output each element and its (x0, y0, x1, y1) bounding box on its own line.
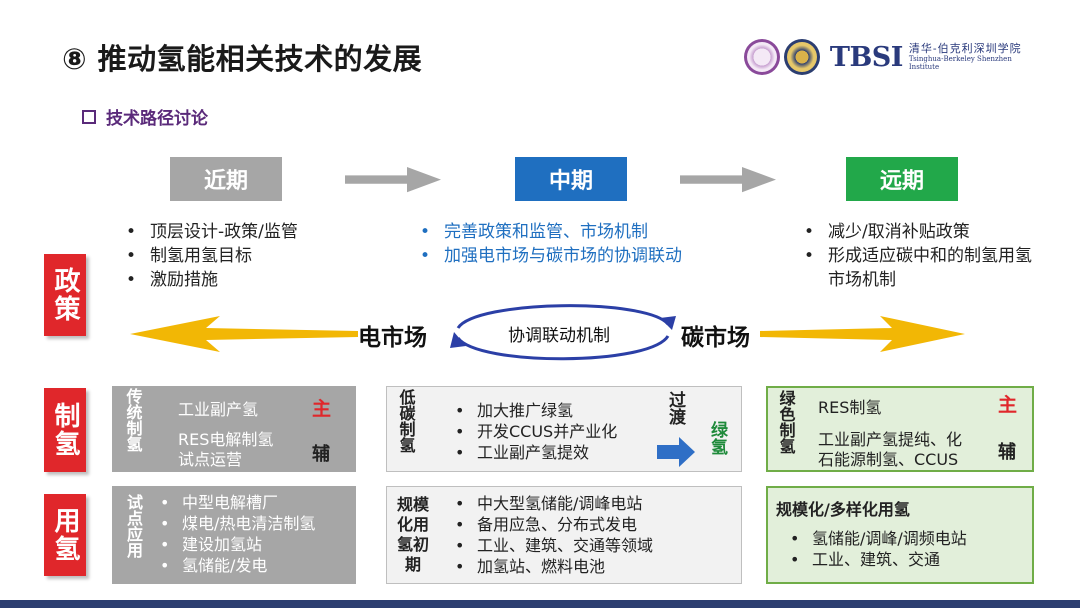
footer-bar (0, 600, 1080, 608)
berkeley-seal-icon (783, 39, 820, 75)
transition-text: 过渡 (665, 391, 685, 425)
policy-near-list: 顶层设计-政策/监管 制氢用氢目标 激励措施 (122, 220, 382, 292)
list-item: 完善政策和监管、市场机制 (416, 220, 756, 244)
usage-mid-box: 规模化用氢初期 中大型氢储能/调峰电站 备用应急、分布式发电 工业、建筑、交通等… (386, 486, 742, 584)
tbsi-chinese-name: 清华-伯克利深圳学院 (908, 41, 1022, 55)
arrow-right-icon (345, 167, 441, 193)
main-tag: 主 (998, 394, 1018, 416)
main-item: RES制氢 (818, 398, 882, 417)
usage-far-heading: 规模化/多样化用氢 (776, 500, 910, 519)
list-item: 激励措施 (122, 268, 382, 292)
usage-near-list: 中型电解槽厂 煤电/热电清洁制氢 建设加氢站 氢储能/发电 (156, 492, 356, 576)
list-item: 减少/取消补贴政策 (800, 220, 1040, 244)
page-title: ⑧ 推动氢能相关技术的发展 (62, 42, 423, 76)
usage-near-box: 试点应用 中型电解槽厂 煤电/热电清洁制氢 建设加氢站 氢储能/发电 (112, 486, 356, 584)
usage-label-text: 用氢 (50, 507, 80, 563)
tbsi-logo-text: TBSI (829, 41, 904, 73)
usage-near-heading: 试点应用 (116, 494, 150, 558)
cycle-arrows-icon (450, 304, 676, 361)
list-item: 备用应急、分布式发电 (451, 514, 741, 535)
list-item: 煤电/热电清洁制氢 (156, 513, 356, 534)
production-mid-box: 低碳制氢 加大推广绿氢 开发CCUS并产业化 工业副产氢提效 过渡 绿氢 (386, 386, 742, 472)
list-item: 加强电市场与碳市场的协调联动 (416, 244, 756, 268)
row-label-usage: 用氢 (44, 494, 86, 576)
aux-item: 试点运营 (178, 450, 243, 469)
heading-text: 绿色制氢 (776, 390, 796, 454)
target-text: 绿氢 (707, 421, 727, 455)
heading-text: 传统制氢 (123, 388, 143, 452)
heading-text: 试点应用 (124, 494, 143, 558)
main-tag: 主 (312, 398, 332, 420)
tsinghua-seal-icon (744, 39, 780, 75)
list-item: 氢储能/发电 (156, 555, 356, 576)
production-near-heading: 传统制氢 (116, 388, 150, 452)
electricity-market-label: 电市场 (358, 325, 427, 351)
list-item: 制氢用氢目标 (122, 244, 382, 268)
aux-tag: 辅 (998, 442, 1016, 463)
production-mid-heading: 低碳制氢 (391, 389, 421, 453)
arrow-right-gold-icon (760, 316, 965, 352)
main-item: 工业副产氢 (178, 400, 259, 419)
usage-far-list: 氢储能/调峰/调频电站 工业、建筑、交通 (786, 528, 1026, 570)
green-hydrogen-label: 绿氢 (703, 421, 731, 455)
aux-item: 工业副产氢提纯、化 (818, 430, 963, 449)
aux-item: RES电解制氢 (178, 430, 274, 449)
section-subheading: 技术路径讨论 (82, 104, 208, 129)
linkage-mechanism-label: 协调联动机制 (508, 326, 610, 346)
subheading-text: 技术路径讨论 (106, 109, 208, 129)
tbsi-logo-subtitle: 清华-伯克利深圳学院 Tsinghua-Berkeley Shenzhen In… (908, 41, 1044, 72)
production-far-box: 绿色制氢 RES制氢 主 工业副产氢提纯、化 石能源制氢、CCUS 辅 (766, 386, 1034, 472)
production-near-box: 传统制氢 工业副产氢 主 RES电解制氢 试点运营 辅 (112, 386, 356, 472)
phase-mid-term: 中期 (515, 157, 627, 201)
arrow-right-icon (680, 167, 776, 193)
production-far-heading: 绿色制氢 (771, 390, 801, 454)
usage-far-box: 规模化/多样化用氢 氢储能/调峰/调频电站 工业、建筑、交通 (766, 486, 1034, 584)
list-item: 形成适应碳中和的制氢用氢市场机制 (800, 244, 1040, 292)
arrow-right-blue-icon (657, 437, 695, 467)
arrow-left-gold-icon (130, 316, 358, 352)
row-label-production: 制氢 (44, 388, 86, 472)
tbsi-english-name: Tsinghua-Berkeley Shenzhen Institute (908, 55, 1012, 72)
row-label-policy: 政策 (44, 254, 86, 336)
phase-near-term: 近期 (170, 157, 282, 201)
policy-far-list: 减少/取消补贴政策 形成适应碳中和的制氢用氢市场机制 (800, 220, 1040, 292)
list-item: 中大型氢储能/调峰电站 (451, 493, 741, 514)
production-mid-list: 加大推广绿氢 开发CCUS并产业化 工业副产氢提效 (451, 400, 671, 463)
policy-label-text: 政策 (50, 267, 80, 323)
list-item: 工业、建筑、交通等领域 (451, 535, 741, 556)
list-item: 加氢站、燃料电池 (451, 556, 741, 577)
heading-text: 低碳制氢 (396, 389, 416, 453)
list-item: 开发CCUS并产业化 (451, 421, 671, 442)
list-item: 顶层设计-政策/监管 (122, 220, 382, 244)
list-item: 工业、建筑、交通 (786, 549, 1026, 570)
usage-mid-list: 中大型氢储能/调峰电站 备用应急、分布式发电 工业、建筑、交通等领域 加氢站、燃… (451, 493, 741, 577)
carbon-market-label: 碳市场 (681, 325, 750, 351)
phase-long-term: 远期 (846, 157, 958, 201)
aux-item: 石能源制氢、CCUS (818, 450, 959, 469)
list-item: 加大推广绿氢 (451, 400, 671, 421)
institution-logos: TBSI 清华-伯克利深圳学院 Tsinghua-Berkeley Shenzh… (744, 36, 1044, 78)
usage-mid-heading: 规模化用氢初期 (396, 495, 429, 574)
aux-tag: 辅 (312, 444, 330, 465)
transition-label: 过渡 (663, 391, 687, 425)
list-item: 氢储能/调峰/调频电站 (786, 528, 1026, 549)
list-item: 中型电解槽厂 (156, 492, 356, 513)
policy-mid-list: 完善政策和监管、市场机制 加强电市场与碳市场的协调联动 (416, 220, 756, 268)
list-item: 工业副产氢提效 (451, 442, 671, 463)
production-label-text: 制氢 (50, 402, 80, 458)
square-bullet-icon (82, 109, 96, 124)
list-item: 建设加氢站 (156, 534, 356, 555)
